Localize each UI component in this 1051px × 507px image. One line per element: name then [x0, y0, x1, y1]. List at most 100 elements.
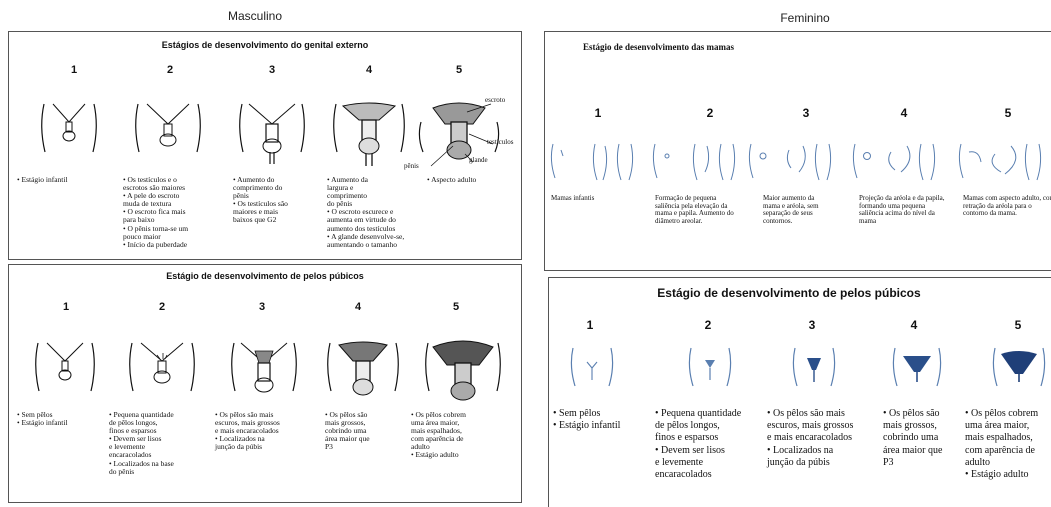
- female-pubic-stage-4-illustration: [889, 346, 945, 390]
- female-breast-stage-number: 4: [889, 106, 919, 120]
- male-genital-stage-number: 5: [444, 64, 474, 76]
- male-pubic-stage-3-illustration: [229, 341, 299, 411]
- description-line: • Estágio infantil: [17, 176, 68, 184]
- female-breast-stage-2-illustration: [649, 142, 745, 182]
- description-line: uma área maior,: [965, 420, 1038, 432]
- description-line: P3: [325, 443, 370, 451]
- description-line: com aparência de: [965, 445, 1038, 457]
- female-pubic-title: Estágio de desenvolvimento de pelos púbi…: [549, 286, 1029, 300]
- description-line: • Os pêlos são mais: [767, 408, 853, 420]
- female-breast-stage-3-description: Maior aumento damama e aréola, semsepara…: [763, 195, 819, 225]
- female-pubic-panel: Estágio de desenvolvimento de pelos púbi…: [548, 277, 1051, 507]
- description-line: e mais encaracolados: [767, 432, 853, 444]
- description-line: • Aspecto adulto: [427, 176, 476, 184]
- description-line: cobrindo uma: [883, 432, 942, 444]
- male-pubic-stage-2-illustration: [127, 341, 197, 401]
- female-breast-stage-number: 2: [695, 106, 725, 120]
- male-genital-stage-2-illustration: [133, 102, 203, 162]
- description-line: contornos.: [763, 218, 819, 226]
- female-pubic-stage-number: 5: [1003, 318, 1033, 332]
- male-genital-stage-1-illustration: [39, 102, 99, 162]
- male-genital-stage-number: 1: [59, 64, 89, 76]
- glans-label: glande: [469, 156, 488, 164]
- description-line: Mamas infantis: [551, 195, 594, 203]
- description-line: • Devem ser lisos: [655, 445, 741, 457]
- female-pubic-stage-1-illustration: [567, 346, 617, 390]
- description-line: junção da púbis: [215, 443, 280, 451]
- scrotum-label: escroto: [485, 96, 505, 104]
- description-line: • Sem pêlos: [553, 408, 620, 420]
- description-line: P3: [883, 457, 942, 469]
- female-pubic-stage-number: 4: [899, 318, 929, 332]
- male-genital-stage-1-description: • Estágio infantil: [17, 176, 68, 184]
- description-line: • Localizados na: [767, 445, 853, 457]
- description-line: • Estágio infantil: [17, 419, 68, 427]
- description-line: do pênis: [109, 468, 174, 476]
- male-genital-stage-3-illustration: [237, 102, 307, 172]
- description-line: mais espalhados,: [965, 432, 1038, 444]
- male-pubic-stage-number: 5: [441, 301, 471, 313]
- description-line: • Os pêlos cobrem: [965, 408, 1038, 420]
- penis-label: pênis: [404, 162, 419, 170]
- description-line: diâmetro areolar.: [655, 218, 734, 226]
- female-pubic-stage-2-illustration: [685, 346, 735, 390]
- description-line: área maior que: [883, 445, 942, 457]
- female-heading: Feminino: [750, 11, 860, 25]
- female-breast-title: Estágio de desenvolvimento das mamas: [583, 42, 734, 52]
- female-breast-stage-number: 3: [791, 106, 821, 120]
- description-line: junção da púbis: [767, 457, 853, 469]
- male-genital-title: Estágios de desenvolvimento do genital e…: [9, 40, 521, 50]
- male-genital-stage-number: 4: [354, 64, 384, 76]
- male-pubic-title: Estágio de desenvolvimento de pelos púbi…: [9, 271, 521, 281]
- description-line: • Os pêlos são: [883, 408, 942, 420]
- female-pubic-stage-5-illustration: [989, 346, 1049, 390]
- description-line: finos e esparsos: [655, 432, 741, 444]
- female-breast-stage-number: 5: [993, 106, 1023, 120]
- male-genital-stage-number: 3: [257, 64, 287, 76]
- male-genital-stage-2-description: • Os testículos e oescrotos são maiores•…: [123, 176, 188, 249]
- male-pubic-stage-number: 4: [343, 301, 373, 313]
- male-genital-panel: Estágios de desenvolvimento do genital e…: [8, 31, 522, 260]
- testicles-label: testículos: [487, 138, 513, 146]
- description-line: • Estágio infantil: [553, 420, 620, 432]
- female-pubic-stage-number: 2: [693, 318, 723, 332]
- description-line: adulto: [965, 457, 1038, 469]
- description-line: • Estágio adulto: [965, 469, 1038, 481]
- male-pubic-stage-number: 1: [51, 301, 81, 313]
- male-pubic-stage-number: 2: [147, 301, 177, 313]
- male-pubic-stage-number: 3: [247, 301, 277, 313]
- description-line: • Início da puberdade: [123, 241, 188, 249]
- male-heading: Masculino: [200, 9, 310, 23]
- description-line: contorno da mama.: [963, 210, 1051, 218]
- female-pubic-stage-3-illustration: [789, 346, 839, 390]
- female-breast-stage-5-illustration: [955, 142, 1051, 182]
- description-line: mais grossos,: [883, 420, 942, 432]
- female-breast-stage-1-description: Mamas infantis: [551, 195, 594, 203]
- description-line: baixos que G2: [233, 216, 288, 224]
- female-pubic-stage-number: 1: [575, 318, 605, 332]
- female-pubic-stage-number: 3: [797, 318, 827, 332]
- description-line: • Pequena quantidade: [655, 408, 741, 420]
- female-pubic-stage-1-description: • Sem pêlos• Estágio infantil: [553, 408, 620, 432]
- description-line: mama: [859, 218, 945, 226]
- male-pubic-stage-1-description: • Sem pêlos• Estágio infantil: [17, 411, 68, 427]
- female-breast-panel: Estágio de desenvolvimento das mamas 1 2…: [544, 31, 1051, 271]
- male-pubic-stage-5-description: • Os pêlos cobremuma área maior,mais esp…: [411, 411, 466, 460]
- description-line: • Estágio adulto: [411, 451, 466, 459]
- male-pubic-panel: Estágio de desenvolvimento de pelos púbi…: [8, 264, 522, 503]
- male-pubic-stage-5-illustration: [423, 341, 503, 411]
- male-genital-stage-4-illustration: [331, 102, 407, 172]
- female-breast-stage-4-description: Projeção da aréola e da papila,formando …: [859, 195, 945, 225]
- male-pubic-stage-2-description: • Pequena quantidadede pêlos longos,fino…: [109, 411, 174, 476]
- description-line: escuros, mais grossos: [767, 420, 853, 432]
- female-pubic-stage-2-description: • Pequena quantidadede pêlos longos,fino…: [655, 408, 741, 481]
- male-pubic-stage-3-description: • Os pêlos são maisescuros, mais grossos…: [215, 411, 280, 451]
- description-line: aumentando o tamanho: [327, 241, 404, 249]
